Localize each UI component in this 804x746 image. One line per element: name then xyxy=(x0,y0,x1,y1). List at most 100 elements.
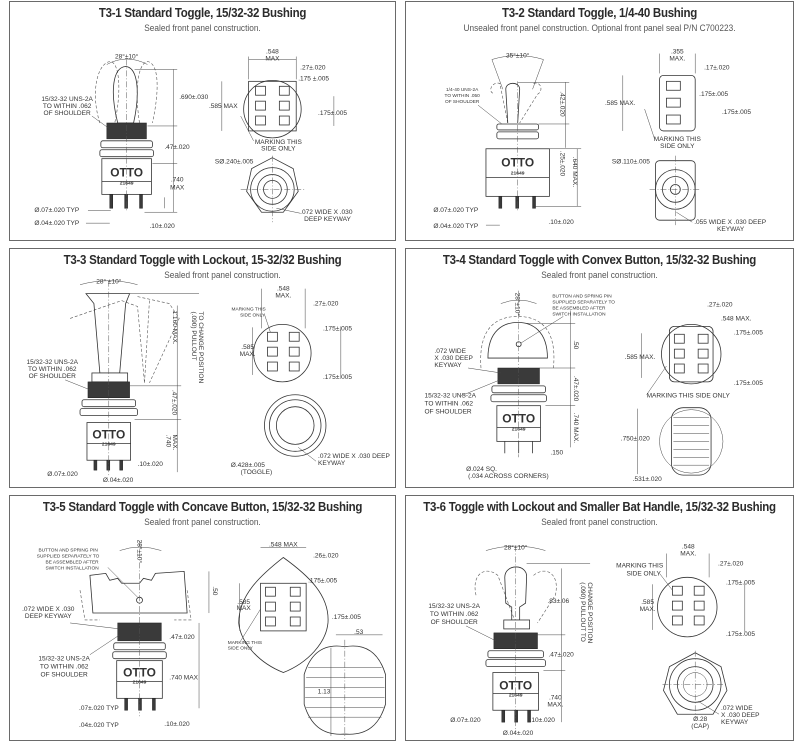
sphere-dia-label: SØ.110±.005 xyxy=(612,159,650,166)
terminal xyxy=(672,585,683,596)
switch-body xyxy=(116,660,163,699)
angle-arc xyxy=(491,55,544,60)
term-offset-label: .175±.005 xyxy=(308,577,337,584)
pin-dia-label-1: Ø.07±.020 TYP xyxy=(34,207,79,214)
top-width-label: .548 MAX xyxy=(269,542,298,549)
handle-height-label: .83±.06 xyxy=(547,598,569,605)
pullout-label-2: CHANGE POSITION xyxy=(586,582,593,643)
thread-label-1: 15/32-32 UNS-2A xyxy=(26,359,78,366)
term-spacing-x-label: .27±.020 xyxy=(313,301,339,308)
drawing-t3-5: OTTO 21649 28°±10° BUTTON AND SPRING PIN… xyxy=(22,540,386,740)
term-offset-label: .175±.005 xyxy=(699,91,728,98)
terminal xyxy=(666,114,681,125)
body-height-label: .740 MAX. xyxy=(572,413,579,444)
top-height-label: .585 MAX xyxy=(209,103,238,110)
panel-subtitle: Sealed front panel construction. xyxy=(144,517,261,527)
top-width-label-2: MAX. xyxy=(669,56,685,63)
bushing-height-label: .25±.020 xyxy=(558,151,565,177)
term-spacing-x-label: .17±.020 xyxy=(704,64,730,71)
angle-arc xyxy=(500,299,537,304)
term-spacing-x-label: .27±.020 xyxy=(300,64,326,71)
button-view: .53 1.13 xyxy=(303,629,386,740)
keyway-leader xyxy=(70,622,120,630)
bushing-height-label: .47±.020 xyxy=(548,652,574,659)
body-outline xyxy=(657,576,718,638)
side-view: OTTO 21649 28°±10° BUTTON AND SPRING PIN… xyxy=(22,540,218,729)
terminal xyxy=(289,601,301,612)
thread-label-1: 1/4-40 UNS-2A xyxy=(446,87,479,93)
keyway-leader xyxy=(676,212,693,223)
bushing-height-label: .47±.020 xyxy=(169,634,195,641)
terminal xyxy=(278,115,290,126)
pin xyxy=(152,698,156,711)
keyway-leader xyxy=(276,208,301,214)
panel-title: T3-4 Standard Toggle with Convex Button,… xyxy=(442,253,757,267)
thread-label-1: 15/32-32 UNS-2A xyxy=(38,656,90,663)
front-view: Ø.28 (CAP) .072 WIDE X .030 DEEP KEYWAY xyxy=(662,650,760,730)
keyway-label-2: X .030 DEEP xyxy=(721,712,760,719)
body-height-label-2: MAX. xyxy=(547,701,563,708)
button-note-4: SWITCH INSTALLATION xyxy=(552,311,606,317)
pin xyxy=(119,459,123,471)
terminal xyxy=(693,615,705,626)
marking-leader xyxy=(240,608,261,641)
pin-dia-label-2: Ø.04±.020 TYP xyxy=(34,220,79,227)
keyway-label-1: .072 WIDE xyxy=(721,705,753,712)
marking-label-1: MARKING THIS xyxy=(231,306,265,312)
terminal xyxy=(267,361,278,372)
terminal xyxy=(255,115,266,126)
side-view: OTTO 21649 28°±10° BUTTON AND SPRING PIN… xyxy=(424,290,615,480)
keyway-label-2: X .030 DEEP xyxy=(434,355,473,362)
lockout-collar xyxy=(91,372,129,383)
term-spacing-y-label: .175±.005 xyxy=(726,631,755,638)
handle-height-label: .50 xyxy=(211,586,218,595)
body-height-label-1: .740 xyxy=(549,694,562,701)
handle-left-position xyxy=(70,300,145,383)
thread-label-3: OF SHOULDER xyxy=(41,672,88,679)
marking-label-2: SIDE ONLY xyxy=(626,570,661,577)
drawing-t3-3: OTTO 21649 28° ±10° 15/32-32 UNS-2A TO W… xyxy=(26,278,390,484)
thread-label-1: 15/32-32 UNS-2A xyxy=(424,393,476,400)
marking-label-1: MARKING THIS xyxy=(654,136,702,143)
bushing-height-label: .47±.020 xyxy=(164,144,190,151)
pin xyxy=(109,194,114,209)
thread-label-1: 15/32-32 UNS-2A xyxy=(428,603,480,610)
thread-leader xyxy=(65,379,91,391)
terminal xyxy=(697,333,709,344)
concave-button xyxy=(89,570,188,614)
pullout-label-1: (.090) PULLOUT TO xyxy=(579,582,586,642)
side-view: OTTO 21649 28°±10° 15/32-32 UNS-2A TO WI… xyxy=(34,53,208,231)
marking-label-1: MARKING THIS xyxy=(616,562,664,569)
terminal xyxy=(673,333,685,344)
term-offset-label: .175±.005 xyxy=(734,329,763,336)
panel-t3-5: T3-5 Standard Toggle with Concave Button… xyxy=(9,495,396,741)
angle-label: 28°±10° xyxy=(514,293,522,317)
terminal xyxy=(289,616,301,627)
body-outline xyxy=(243,79,302,139)
thread-label-3: OF SHOULDER xyxy=(445,99,480,105)
keyway-leader xyxy=(698,701,720,715)
terminal xyxy=(673,348,685,359)
keyway-label-2: KEYWAY xyxy=(717,226,745,233)
thread-label-2: TO WITHIN .062 xyxy=(430,611,479,618)
body-height-label-1: .740 xyxy=(164,434,171,447)
terminal xyxy=(672,600,683,611)
cap-dia-label-1: Ø.28 xyxy=(693,716,708,723)
pin-size-label-1: Ø.024 SQ. xyxy=(466,466,497,473)
otto-logo: OTTO xyxy=(502,412,535,426)
side-view: OTTO 21649 28°±10° 15/32-32 UNS-2A TO WI… xyxy=(428,544,593,737)
marking-label-2: SIDE ONLY xyxy=(228,646,254,652)
terminal xyxy=(666,80,681,91)
marking-label-2: SIDE ONLY xyxy=(240,312,266,318)
top-height-label-1: .585 xyxy=(241,344,254,351)
panel-subtitle: Unsealed front panel construction. Optio… xyxy=(463,23,736,33)
terminal-block xyxy=(659,74,696,132)
nut-outline xyxy=(264,394,327,457)
panel-t3-3: T3-3 Standard Toggle with Lockout, 15-32… xyxy=(9,248,396,488)
button-note-4: SWITCH INSTALLATION xyxy=(45,565,99,571)
thread-label-3: OF SHOULDER xyxy=(431,619,478,626)
thread-label-3: OF SHOULDER xyxy=(424,409,471,416)
button-height-label: .750±.020 xyxy=(621,435,650,442)
pin-dia-label-2: .04±.020 TYP xyxy=(79,722,119,729)
terminal xyxy=(278,100,290,111)
